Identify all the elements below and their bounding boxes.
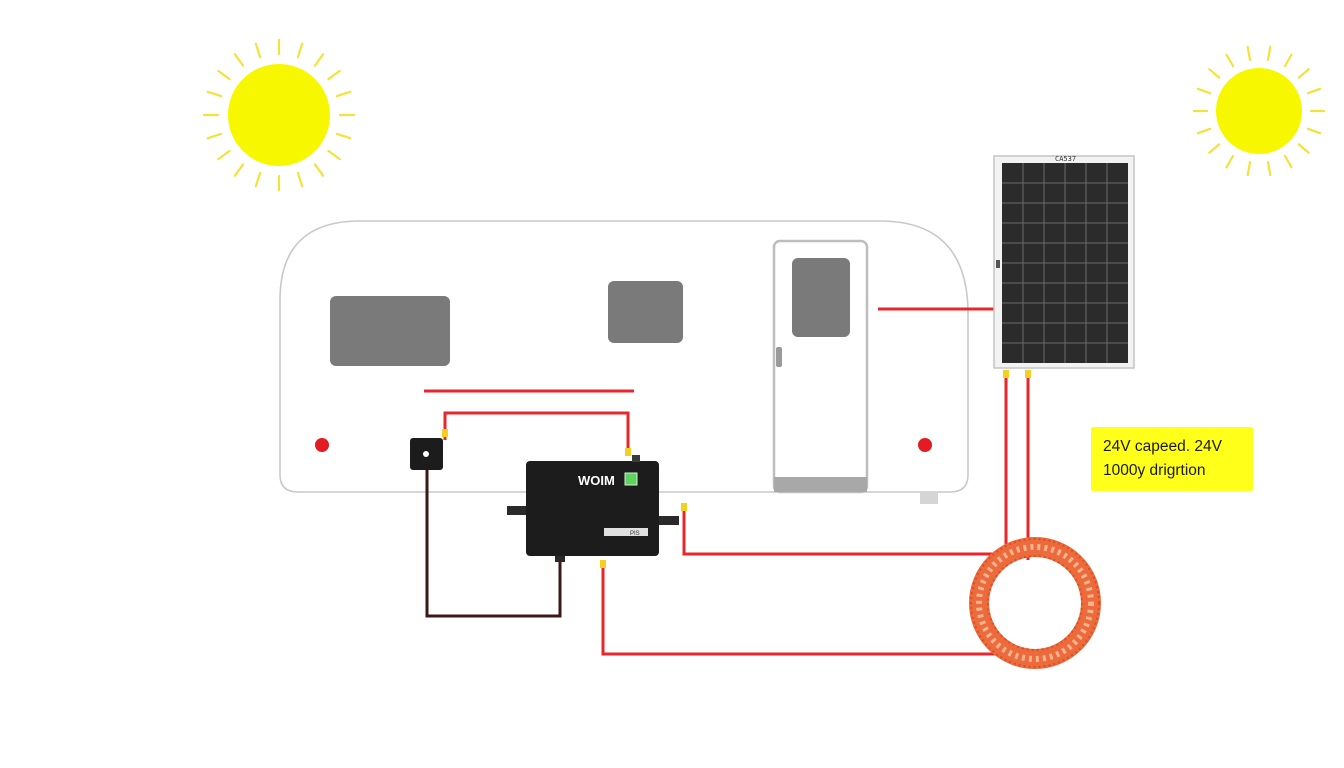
- inverter-status-light: [624, 472, 638, 486]
- inverter-label: WOIM: [578, 473, 615, 488]
- sun-ray: [217, 149, 231, 161]
- connector: [1003, 370, 1009, 378]
- sun-ray: [327, 69, 341, 81]
- wire-ground: [425, 470, 562, 618]
- callout-box: [1091, 427, 1253, 491]
- junction-box: [410, 438, 443, 470]
- connector: [600, 560, 606, 568]
- sun-ray: [1208, 143, 1221, 154]
- sun-ray: [1246, 45, 1252, 61]
- sun-ray: [1196, 127, 1212, 135]
- trailer-hitch: [920, 492, 938, 504]
- sun-ray: [335, 132, 352, 140]
- door-handle: [776, 347, 782, 367]
- caravan-trailer: [279, 220, 969, 504]
- solar-panel: CA537: [993, 155, 1135, 369]
- sun-ray: [1225, 154, 1235, 169]
- connector: [442, 429, 448, 437]
- sun-ray: [313, 163, 325, 177]
- wiring: [425, 307, 1030, 656]
- sun-ray: [313, 53, 325, 67]
- connector: [1025, 370, 1031, 378]
- sun-ray: [233, 53, 245, 67]
- wire-top-loop: [443, 411, 630, 455]
- trailer-light-right: [918, 438, 932, 452]
- sun-ray: [1297, 68, 1310, 79]
- connector: [625, 448, 631, 456]
- wire-inverter-to-coil: [682, 511, 1012, 556]
- sun-ray: [1306, 127, 1322, 135]
- sun-ray: [233, 163, 245, 177]
- cable-coil: [969, 537, 1101, 669]
- sun-ray: [296, 171, 304, 188]
- sun-ray: [1225, 53, 1235, 68]
- inverter-small-label: PIS: [630, 531, 640, 537]
- connectors: [442, 370, 1031, 568]
- sun-ray: [1266, 45, 1272, 61]
- connector: [681, 503, 687, 511]
- sun-ray: [296, 42, 304, 59]
- sun-ray: [327, 149, 341, 161]
- callout-line-2: 1000y drigrtion: [1103, 462, 1206, 479]
- door-window: [792, 258, 850, 337]
- sun-right-icon: [1192, 45, 1326, 177]
- sun-left-icon: [202, 38, 356, 192]
- sun-ray: [335, 90, 352, 98]
- callout-line-1: 24V capeed. 24V: [1103, 438, 1222, 455]
- sun-ray: [254, 42, 262, 59]
- sun-ray: [1208, 68, 1221, 79]
- sun-ray: [1297, 143, 1310, 154]
- inverter: WOIM PIS: [507, 455, 679, 562]
- sun-ray: [1283, 53, 1293, 68]
- sun-ray: [1246, 161, 1252, 177]
- trailer-window-middle: [608, 281, 683, 343]
- sun-ray: [206, 132, 223, 140]
- inverter-top-knob: [632, 455, 640, 462]
- sun-ray: [1196, 87, 1212, 95]
- inverter-sticker: [604, 528, 648, 536]
- door-step: [774, 477, 867, 492]
- sun-ray: [1266, 161, 1272, 177]
- trailer-window-left: [330, 296, 450, 366]
- solar-panel-label: CA537: [1055, 155, 1076, 163]
- sun-ray: [1283, 154, 1293, 169]
- trailer-light-left: [315, 438, 329, 452]
- wire-inverter-bottom-to-coil: [601, 566, 1010, 656]
- trailer-door: [772, 239, 869, 494]
- sun-ray: [217, 69, 231, 81]
- callout-text: 24V capeed. 24V 1000y drigrtion: [1091, 427, 1253, 491]
- sun-ray: [206, 90, 223, 98]
- sun-ray: [1306, 87, 1322, 95]
- sun-ray: [254, 171, 262, 188]
